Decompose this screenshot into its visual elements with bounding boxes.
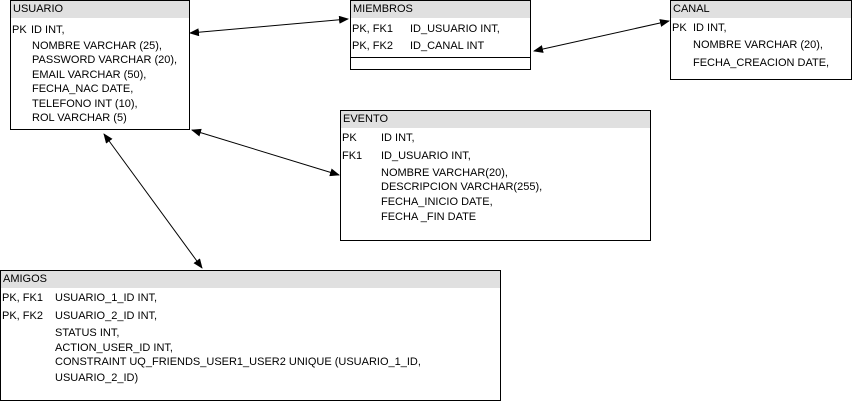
field: USUARIO_2_ID): [55, 372, 139, 384]
field: FECHA _FIN DATE: [381, 211, 477, 223]
key-row: PK, FK2 USUARIO_2_ID INT,: [1, 308, 500, 324]
key-row: PK, FK1 USUARIO_1_ID INT,: [1, 290, 500, 306]
key-field: USUARIO_1_ID INT,: [55, 292, 158, 304]
key-row: PK ID INT,: [341, 130, 650, 146]
key-label: PK, FK1: [2, 292, 43, 304]
field: EMAIL VARCHAR (50),: [32, 69, 147, 81]
table-amigos[interactable]: AMIGOS PK, FK1 USUARIO_1_ID INT, PK, FK2…: [0, 270, 501, 401]
relation-usuario-miembros: [189, 15, 349, 37]
field: PASSWORD VARCHAR (20),: [32, 54, 178, 66]
key-row: PK ID INT,: [11, 22, 189, 38]
table-evento[interactable]: EVENTO PK ID INT, FK1 ID_USUARIO INT, NO…: [340, 110, 651, 241]
field: ROL VARCHAR (5): [32, 112, 127, 124]
key-row: PK ID INT,: [671, 20, 851, 36]
table-title-miembros: MIEMBROS: [351, 1, 530, 18]
field: FECHA_NAC DATE,: [32, 83, 134, 95]
field: FECHA_CREACION DATE,: [693, 57, 830, 69]
key-label: PK: [342, 132, 357, 144]
relation-usuario-amigos: [103, 133, 203, 269]
field: NOMBRE VARCHAR (25),: [32, 40, 162, 52]
key-field: ID_CANAL INT: [410, 40, 485, 52]
field: FECHA_INICIO DATE,: [381, 196, 493, 208]
field: ACTION_USER_ID INT,: [55, 342, 173, 354]
key-field: ID_USUARIO INT,: [381, 150, 471, 162]
key-field: ID_USUARIO INT,: [410, 23, 500, 35]
field: DESCRIPCION VARCHAR(255),: [381, 181, 543, 193]
table-miembros[interactable]: MIEMBROS PK, FK1 ID_USUARIO INT, PK, FK2…: [350, 0, 531, 70]
key-field: ID INT,: [381, 132, 415, 144]
key-label: PK: [12, 24, 27, 36]
table-title-evento: EVENTO: [341, 111, 650, 128]
key-label: FK1: [342, 150, 363, 162]
field: STATUS INT,: [55, 327, 120, 339]
key-field: ID INT,: [693, 22, 727, 34]
table-usuario[interactable]: USUARIO PK ID INT, NOMBRE VARCHAR (25), …: [10, 0, 190, 130]
table-title-canal: CANAL: [671, 1, 851, 18]
field: CONSTRAINT UQ_FRIENDS_USER1_USER2 UNIQUE…: [55, 356, 421, 368]
table-canal[interactable]: CANAL PK ID INT, NOMBRE VARCHAR (20), FE…: [670, 0, 852, 80]
table-title-amigos: AMIGOS: [1, 271, 500, 288]
key-field: ID INT,: [31, 24, 65, 36]
key-label: PK, FK2: [2, 310, 43, 322]
relation-miembros-canal: [533, 19, 670, 53]
field: TELEFONO INT (10),: [32, 98, 138, 110]
divider: [351, 57, 530, 58]
key-row: FK1 ID_USUARIO INT,: [341, 148, 650, 164]
key-field: USUARIO_2_ID INT,: [55, 310, 158, 322]
field: NOMBRE VARCHAR(20),: [381, 167, 508, 179]
field: NOMBRE VARCHAR (20),: [693, 39, 823, 51]
key-label: PK, FK1: [352, 23, 393, 35]
key-label: PK: [672, 22, 687, 34]
key-row: PK, FK2 ID_CANAL INT: [351, 38, 530, 54]
key-row: PK, FK1 ID_USUARIO INT,: [351, 21, 530, 37]
key-label: PK, FK2: [352, 40, 393, 52]
relation-usuario-evento: [191, 128, 340, 177]
table-title-usuario: USUARIO: [11, 1, 189, 18]
